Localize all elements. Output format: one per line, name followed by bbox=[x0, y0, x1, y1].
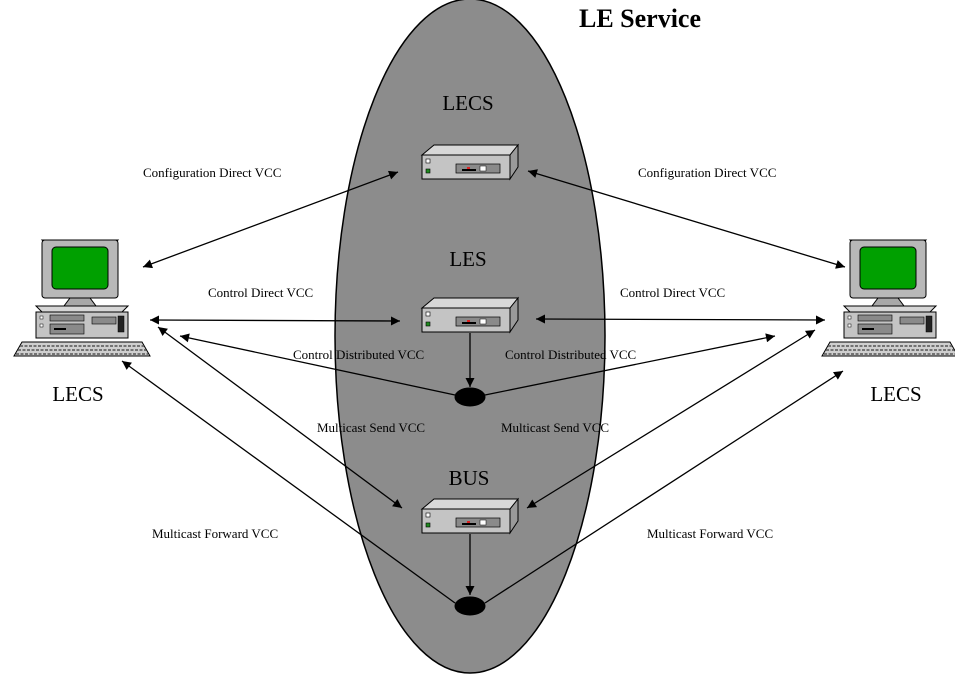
multicast-forward-vcc-right-label: Multicast Forward VCC bbox=[647, 526, 773, 541]
multicast-send-vcc-right-line bbox=[526, 329, 816, 509]
client-right-label: LECS bbox=[870, 382, 921, 406]
multicast-forward-vcc-right-line bbox=[484, 370, 844, 604]
lecs-server-icon[interactable] bbox=[421, 144, 519, 180]
multicast-send-vcc-left-label: Multicast Send VCC bbox=[317, 420, 425, 435]
les-server-label: LES bbox=[449, 247, 486, 271]
control-direct-vcc-right-line bbox=[535, 314, 826, 325]
client-right-computer-icon[interactable] bbox=[821, 239, 955, 357]
control-direct-vcc-left-line bbox=[149, 315, 401, 326]
config-direct-vcc-right-line bbox=[527, 169, 846, 269]
client-left-computer-icon[interactable] bbox=[13, 239, 151, 357]
bus-server-label: BUS bbox=[449, 466, 490, 490]
control-distribution-point bbox=[454, 387, 486, 407]
lecs-server-label: LECS bbox=[442, 91, 493, 115]
multicast-forward-vcc-left-line bbox=[121, 360, 456, 604]
control-direct-vcc-left-label: Control Direct VCC bbox=[208, 285, 313, 300]
client-left-label: LECS bbox=[52, 382, 103, 406]
multicast-send-vcc-left-line bbox=[157, 326, 403, 509]
bus-server-icon[interactable] bbox=[421, 498, 519, 534]
multicast-forward-vcc-left-label: Multicast Forward VCC bbox=[152, 526, 278, 541]
config-direct-vcc-left-label: Configuration Direct VCC bbox=[143, 165, 281, 180]
config-direct-vcc-right-label: Configuration Direct VCC bbox=[638, 165, 776, 180]
control-direct-vcc-right-label: Control Direct VCC bbox=[620, 285, 725, 300]
config-direct-vcc-left-line bbox=[142, 170, 399, 269]
multicast-distribution-point bbox=[454, 596, 486, 616]
les-server-icon[interactable] bbox=[421, 297, 519, 333]
control-distributed-vcc-right-label: Control Distributed VCC bbox=[505, 347, 636, 362]
control-distributed-vcc-left-label: Control Distributed VCC bbox=[293, 347, 424, 362]
page-title: LE Service bbox=[579, 4, 701, 33]
multicast-send-vcc-right-label: Multicast Send VCC bbox=[501, 420, 609, 435]
